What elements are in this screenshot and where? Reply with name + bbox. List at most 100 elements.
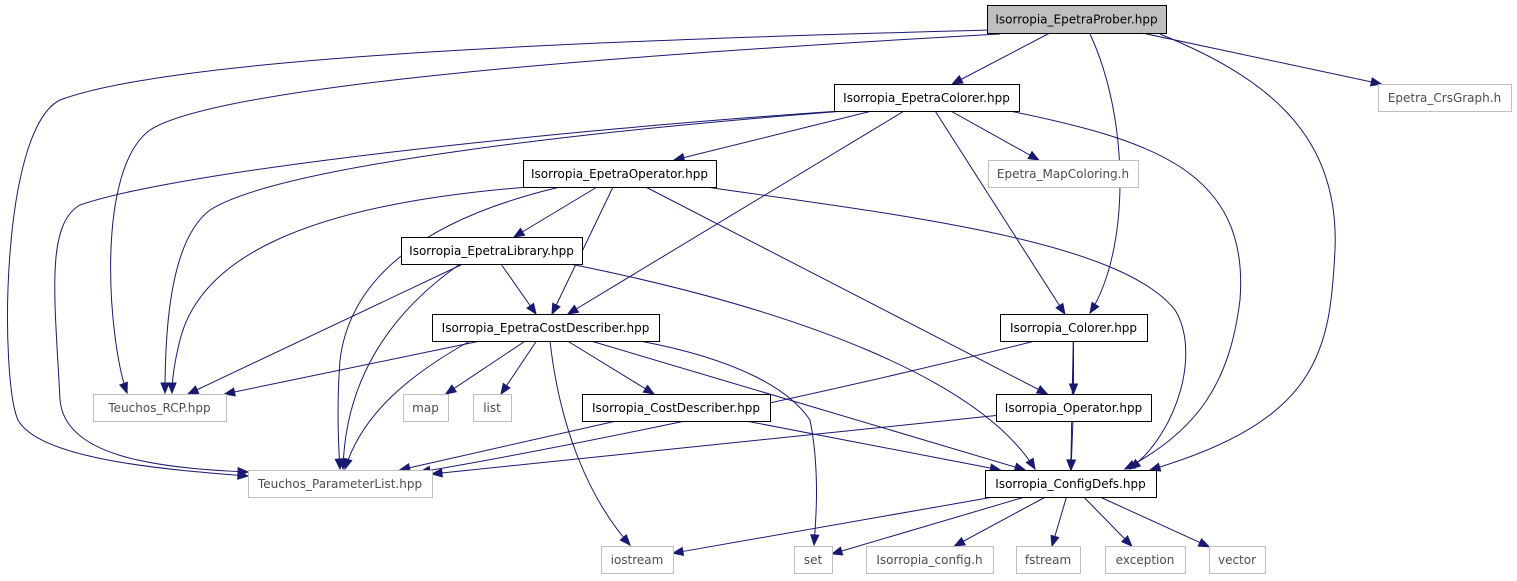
node-label: Teuchos_RCP.hpp	[107, 401, 210, 415]
node-label: Epetra_MapColoring.h	[997, 167, 1129, 181]
node-box	[988, 160, 1139, 188]
node-icostdesc[interactable]: Isorropia_CostDescriber.hpp	[582, 394, 771, 422]
edge-line	[673, 110, 873, 161]
edge-line	[224, 340, 481, 395]
edge-arrowhead	[1089, 301, 1100, 315]
node-costdesc[interactable]: Isorropia_EpetraCostDescriber.hpp	[432, 314, 660, 342]
edge-costdesc-to-set	[639, 340, 820, 547]
node-label: list	[483, 401, 501, 415]
edge-configdefs-to-exception	[1083, 496, 1133, 547]
node-library[interactable]: Isorropia_EpetraLibrary.hpp	[401, 237, 583, 265]
node-iostream: iostream	[601, 546, 674, 574]
edge-line	[952, 32, 1050, 85]
node-box	[473, 394, 512, 422]
node-mapcoloring: Epetra_MapColoring.h	[988, 160, 1139, 188]
edge-line	[431, 415, 997, 475]
edge-line	[549, 340, 631, 546]
edge-line	[569, 263, 1036, 470]
node-box	[1209, 546, 1266, 574]
nodes-layer: Isorropia_EpetraProber.hppIsorropia_Epet…	[93, 5, 1512, 574]
node-box	[601, 546, 674, 574]
edge-line	[164, 110, 846, 394]
edge-line	[342, 263, 461, 470]
node-label: Isorropia_EpetraProber.hpp	[995, 13, 1157, 27]
edge-arrowhead	[551, 302, 561, 316]
edge-arrowhead	[1013, 462, 1027, 472]
edge-arrowhead	[1369, 77, 1383, 87]
node-crsgraph: Epetra_CrsGraph.h	[1378, 84, 1512, 112]
edge-line	[110, 33, 1001, 394]
edge-line	[705, 186, 1187, 470]
node-colorer[interactable]: Isorropia_EpetraColorer.hpp	[834, 84, 1020, 112]
edge-library-to-configdefs	[569, 263, 1036, 471]
edge-line	[500, 340, 537, 395]
node-box	[987, 5, 1167, 34]
edge-line	[954, 496, 1046, 547]
edge-operator-to-rcp	[167, 186, 529, 395]
edge-arrowhead	[810, 534, 820, 547]
edge-arrowhead	[1066, 459, 1077, 472]
edge-ioperator-to-configdefs	[1066, 420, 1077, 472]
edge-line	[399, 420, 617, 471]
edge-operator-to-library	[512, 186, 598, 238]
edge-arrowhead	[237, 466, 250, 477]
node-box	[834, 84, 1020, 112]
edge-configdefs-to-config	[953, 496, 1046, 547]
edge-arrowhead	[830, 546, 844, 556]
node-prober[interactable]: Isorropia_EpetraProber.hpp	[987, 5, 1167, 34]
edge-line	[950, 110, 1039, 161]
node-config: Isorropia_config.h	[866, 546, 994, 574]
edge-costdesc-to-rcp	[223, 340, 481, 397]
node-box	[985, 470, 1157, 498]
edge-line	[513, 186, 598, 238]
node-configdefs[interactable]: Isorropia_ConfigDefs.hpp	[985, 470, 1157, 498]
node-label: Isorropia_ConfigDefs.hpp	[995, 477, 1145, 491]
node-vector: vector	[1209, 546, 1266, 574]
edge-colorer-to-paramlist	[54, 110, 841, 477]
node-label: Isorropia_EpetraCostDescriber.hpp	[442, 321, 650, 335]
edges-layer	[7, 29, 1383, 557]
edge-library-to-costdesc	[500, 263, 537, 316]
edge-arrowhead	[566, 304, 580, 315]
edge-arrowhead	[642, 384, 656, 395]
edge-line	[1142, 32, 1382, 85]
node-set: set	[794, 546, 833, 574]
edge-line	[1009, 110, 1242, 470]
edge-line	[337, 186, 561, 470]
node-operator[interactable]: Isorropia_EpetraOperator.hpp	[523, 160, 717, 188]
node-label: vector	[1218, 553, 1256, 567]
node-box	[403, 394, 449, 422]
edge-line	[7, 29, 991, 477]
edge-arrowhead	[512, 227, 526, 238]
node-label: map	[412, 401, 439, 415]
edge-line	[1099, 496, 1210, 548]
node-box	[1105, 546, 1186, 574]
node-label: Isorropia_EpetraOperator.hpp	[531, 167, 708, 181]
edge-arrowhead	[1121, 535, 1133, 547]
edge-colorer-to-costdesc	[566, 110, 905, 315]
edge-arrowhead	[160, 382, 170, 395]
node-label: Isorropia_CostDescriber.hpp	[592, 401, 760, 415]
edge-arrowhead	[223, 387, 236, 397]
node-label: Isorropia_EpetraLibrary.hpp	[409, 244, 574, 258]
node-ioperator[interactable]: Isorropia_Operator.hpp	[996, 394, 1152, 422]
edge-prober-to-rcp	[110, 33, 1001, 395]
node-list: list	[473, 394, 512, 422]
node-label: Isorropia_config.h	[876, 553, 982, 567]
edge-line	[54, 110, 841, 473]
edge-line	[672, 496, 994, 554]
edge-arrowhead	[526, 302, 537, 316]
edge-line	[1149, 33, 1336, 471]
edge-arrowhead	[167, 382, 177, 395]
edge-colorer-to-mapcoloring	[950, 110, 1040, 161]
edge-line	[831, 496, 1025, 555]
node-box	[248, 470, 433, 498]
node-box	[93, 394, 227, 422]
edge-arrowhead	[1128, 458, 1142, 470]
edge-arrowhead	[1068, 383, 1079, 396]
node-icolorer[interactable]: Isorropia_Colorer.hpp	[1000, 314, 1148, 342]
node-box	[794, 546, 833, 574]
node-label: iostream	[611, 553, 664, 567]
node-label: exception	[1116, 553, 1175, 567]
